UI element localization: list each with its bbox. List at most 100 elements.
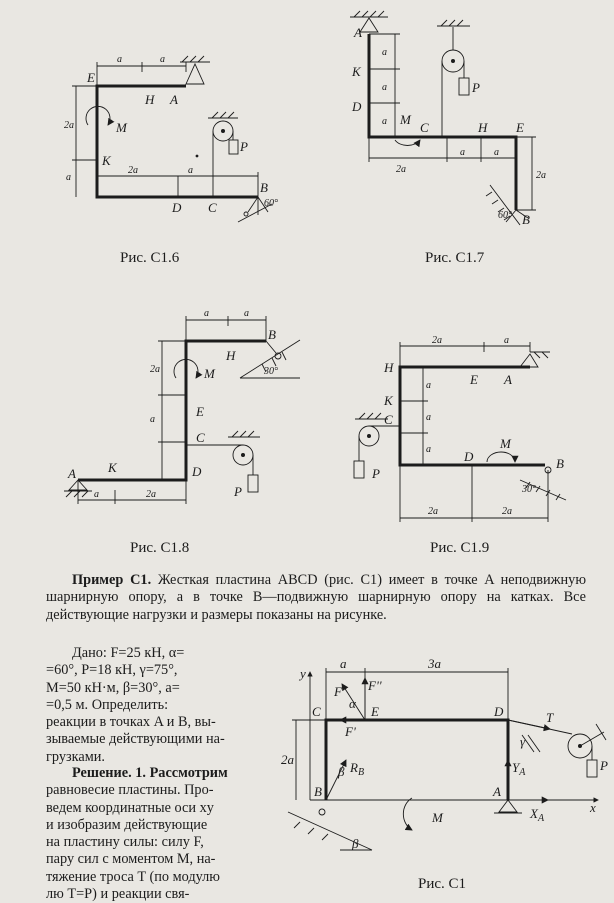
label-a-dim: a [340, 656, 347, 671]
label-d: D [351, 99, 362, 114]
beam [95, 84, 258, 199]
solution-line: тяжение троса T (по модулю [46, 868, 220, 885]
label-e: E [370, 704, 379, 719]
given-line: =60°, P=18 кН, γ=75°, [46, 662, 178, 679]
angle-label: 60° [498, 210, 512, 221]
dim-a1: a [117, 54, 122, 65]
label-f: F [333, 684, 343, 699]
label-x: x [589, 800, 596, 815]
dim-2a-b1: 2a [428, 506, 438, 517]
label-h: H [477, 120, 488, 135]
label-3a: 3a [427, 656, 442, 671]
label-d: D [463, 449, 474, 464]
dim-a1: a [204, 308, 209, 319]
figure-c1-6: E H A K D C B P M a a a 2a a 2a 60° Рис.… [64, 54, 278, 266]
label-f1: F' [344, 724, 356, 739]
label-e: E [195, 404, 204, 419]
solution-line: равновесие пластины. Про- [46, 782, 214, 799]
solution-line: ведем координатные оси xy [46, 799, 214, 816]
label-a: A [492, 784, 501, 799]
dim-a3: a [188, 165, 193, 176]
label-b: B [314, 784, 322, 799]
label-e: E [469, 372, 478, 387]
label-c: C [420, 120, 429, 135]
roller-b [237, 196, 273, 223]
label-k: K [351, 64, 362, 79]
dim-a2: a [382, 82, 387, 93]
label-ya: YA [512, 760, 526, 778]
given-block: Дано: F=25 кН, α= =60°, P=18 кН, γ=75°, … [46, 645, 268, 766]
dim-a1: a [382, 47, 387, 58]
dim-2a-v: 2a [64, 120, 74, 131]
label-2a: 2a [281, 752, 295, 767]
label-b: B [268, 327, 276, 342]
label-rb: RB [349, 760, 364, 778]
wall-support-a [180, 55, 210, 85]
dim-a5: a [494, 147, 499, 158]
dim-a-v: a [66, 172, 71, 183]
dim-2a-h: 2a [396, 164, 406, 175]
dim-a4: a [460, 147, 465, 158]
dim-2a-h: 2a [128, 165, 138, 176]
label-b: B [522, 212, 530, 227]
dim-2a-h: 2a [146, 489, 156, 500]
caption-c1-8: Рис. С1.8 [130, 540, 189, 556]
example-title: Пример С1. [72, 572, 152, 588]
label-e: E [86, 70, 95, 85]
caption-c1-7: Рис. С1.7 [425, 250, 485, 266]
solution-line: Решение. 1. Рассмотрим [72, 765, 228, 781]
dim-2a-b2: 2a [502, 506, 512, 517]
label-a: A [67, 466, 76, 481]
figure-c1: y C F F'' α E F' D T γ YA β RB B M A XA … [281, 656, 608, 892]
example-text: Жесткая пластина ABCD (рис. С1) имеет в … [46, 572, 587, 623]
label-k: K [101, 153, 112, 168]
label-p: P [233, 484, 242, 499]
beam [367, 34, 518, 210]
dim-a2: a [426, 412, 431, 423]
solution-line: и изобразим действующие [46, 816, 208, 833]
solution-block: Решение. 1. Рассмотрим равновесие пласти… [46, 765, 268, 903]
caption-c1-6: Рис. С1.6 [120, 250, 180, 266]
label-beta: β [337, 764, 345, 779]
figure-c1-8: H B E C A K D P M a a 2a a a 2a 30° Рис.… [64, 308, 301, 556]
example-paragraph: Пример С1. Жесткая пластина ABCD (рис. С… [46, 572, 586, 624]
label-h: H [144, 92, 155, 107]
caption-c1: Рис. С1 [418, 876, 466, 892]
label-c: C [312, 704, 321, 719]
figure-c1-9: H E A K C D B P M 2a a a a a 2a 2a 30° Р… [353, 335, 567, 556]
angle-label: 30° [521, 484, 536, 495]
angle-label: 30° [263, 366, 278, 377]
label-c: C [384, 412, 393, 427]
moment-arc [85, 105, 115, 126]
label-beta2: β [351, 836, 359, 851]
label-m: M [431, 810, 444, 825]
beam [78, 339, 266, 482]
pulley [208, 111, 239, 197]
dim-a3: a [426, 444, 431, 455]
dim-a2: a [244, 308, 249, 319]
given-line: Дано: F=25 кН, α= [72, 645, 185, 661]
label-m: M [115, 120, 128, 135]
given-line: =0,5 м. Определить: [46, 696, 169, 713]
label-y: y [298, 666, 306, 681]
label-a: A [353, 25, 362, 40]
label-k: K [107, 460, 118, 475]
dim-a2: a [160, 54, 165, 65]
figure-c1-7: A K D C H E B P M a a a 2a a a 2a 60° Ри… [350, 10, 546, 266]
label-m: M [399, 112, 412, 127]
label-alpha: α [349, 696, 357, 711]
dim-a3: a [382, 116, 387, 127]
given-line: зываемые действующими на- [46, 731, 225, 748]
label-b: B [260, 180, 268, 195]
solution-line: лю T=P) и реакции свя- [46, 886, 190, 903]
angle-label: 60° [264, 198, 278, 209]
label-p: P [599, 758, 608, 773]
label-d: D [493, 704, 504, 719]
label-t: T [546, 710, 554, 725]
solution-line: пару сил с моментом M, на- [46, 851, 216, 868]
label-b: B [556, 456, 564, 471]
dim-a-h: a [94, 489, 99, 500]
label-m: M [203, 366, 216, 381]
label-f2: F'' [367, 678, 382, 693]
